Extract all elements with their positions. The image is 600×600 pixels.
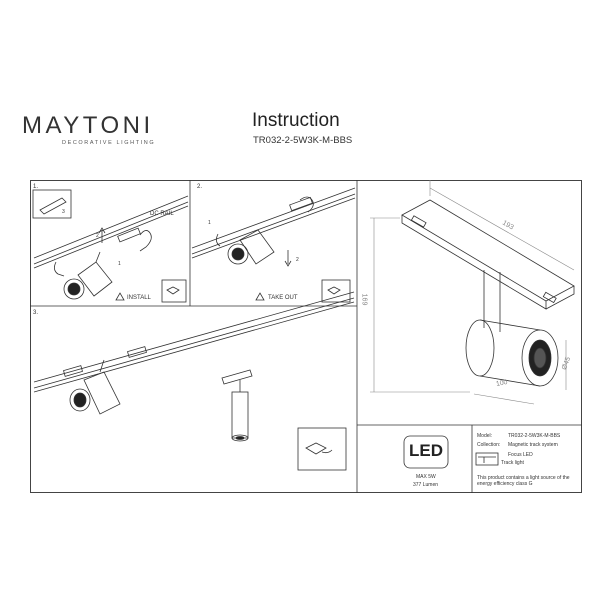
step2-spotlight — [227, 229, 275, 265]
instruction-frame — [30, 180, 582, 493]
warning-icon — [115, 292, 125, 301]
step2-circled-1: 1 — [208, 220, 211, 226]
step3-rail — [33, 291, 355, 393]
step1-number: 1. — [33, 184, 39, 190]
step2-circled-2: 2 — [296, 257, 299, 263]
hand-icon — [54, 261, 65, 277]
brand-logo: MAYTONI — [22, 112, 154, 139]
step3-detail-box — [297, 427, 347, 471]
hand-icon — [216, 233, 221, 247]
step2-detail-box — [321, 279, 351, 303]
page-title: Instruction — [252, 110, 340, 131]
product-drawing — [401, 199, 575, 387]
step1-spotlight — [63, 251, 113, 300]
rail-label: DC RAIL — [150, 211, 174, 217]
step2-number: 2. — [197, 184, 203, 190]
step3-spotlight — [69, 359, 121, 415]
type-line2: Track light — [501, 460, 524, 466]
step1-circled-3: 3 — [62, 209, 65, 215]
lumen-value: 377 Lumen — [413, 482, 439, 488]
collection-value: Magnetic track system — [508, 442, 558, 448]
warning-icon — [255, 292, 265, 301]
step2-caption: TAKE OUT — [268, 295, 298, 301]
model-value: TR032-2-5W3K-M-BBS — [508, 433, 561, 439]
energy-note: This product contains a light source of … — [477, 475, 570, 487]
step2-rail — [191, 187, 356, 259]
model-key: Model: — [477, 433, 493, 439]
step1-rail — [33, 195, 189, 269]
header-model: TR032-2-5W3K-M-BBS — [253, 135, 353, 146]
step1-inset — [32, 189, 72, 219]
led-badge: LED — [409, 441, 443, 460]
step1-detail-box — [161, 279, 187, 303]
led-badge-frame — [403, 435, 449, 469]
max-power: MAX 5W — [416, 474, 436, 480]
hand-icon — [299, 196, 314, 213]
step1-caption: INSTALL — [127, 295, 151, 301]
dimension-lines — [370, 180, 575, 405]
step1-circled-1: 1 — [118, 261, 121, 267]
step1-connector — [117, 227, 141, 243]
step3-number: 3. — [33, 310, 39, 316]
dimension-height: 169 — [360, 293, 368, 306]
hand-icon — [139, 230, 152, 252]
track-icon — [475, 452, 499, 466]
step1-circled-2: 2 — [96, 233, 99, 239]
step3-pendant — [221, 369, 253, 442]
collection-key: Collection: — [477, 442, 501, 448]
type-line1: Focus LED — [508, 452, 533, 458]
brand-tagline: DECORATIVE LIGHTING — [62, 140, 156, 146]
